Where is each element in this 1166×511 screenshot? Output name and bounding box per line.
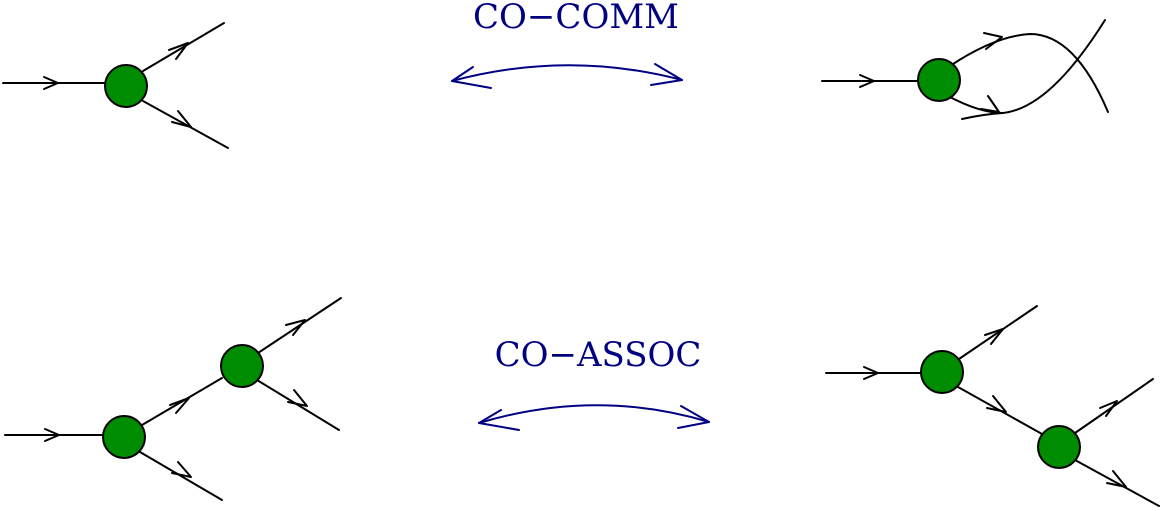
coassoc-right-diagram xyxy=(825,305,1160,507)
arrowhead xyxy=(984,328,1004,345)
upper-output-edge xyxy=(142,22,225,72)
arrowhead xyxy=(1099,400,1118,417)
coassoc-relation: CO−ASSOC xyxy=(478,335,710,431)
arrowhead xyxy=(168,42,189,60)
upper-crossing-edge xyxy=(949,32,1109,113)
arrowhead xyxy=(859,74,875,88)
comultiplication-node xyxy=(104,64,148,108)
arrowhead-left xyxy=(478,409,520,431)
arrowhead-right xyxy=(677,405,710,429)
cocomm-label: CO−COMM xyxy=(473,0,679,37)
comultiplication-node-lower xyxy=(102,415,146,459)
arrowhead-left xyxy=(451,66,492,89)
lower-output-edge xyxy=(139,451,223,501)
upper-output-edge xyxy=(958,305,1038,360)
coassoc-label: CO−ASSOC xyxy=(495,335,702,375)
comultiplication-node-upper xyxy=(220,344,264,388)
double-headed-arrow xyxy=(451,64,683,82)
lower-output-edge xyxy=(142,100,229,149)
comultiplication-node xyxy=(917,58,961,102)
double-headed-arrow xyxy=(478,404,710,424)
arrowhead xyxy=(171,110,192,128)
arrowhead xyxy=(285,319,306,336)
lower-tail-edge xyxy=(961,112,1004,120)
arrowhead xyxy=(1106,470,1127,488)
cocomm-left-diagram xyxy=(2,22,229,149)
arrowhead xyxy=(986,395,1007,413)
arrowhead xyxy=(43,76,59,90)
comultiplication-node-lower xyxy=(1037,425,1081,469)
right-lower-output-edge xyxy=(1074,459,1160,507)
coassoc-left-diagram xyxy=(4,297,342,501)
arrowhead xyxy=(169,397,190,414)
arrowhead xyxy=(287,389,308,407)
arrowhead-right xyxy=(650,63,683,86)
lower-crossing-edge xyxy=(947,19,1106,115)
arrowhead xyxy=(863,366,879,380)
arrowhead xyxy=(980,95,1000,113)
comultiplication-node-upper xyxy=(920,350,964,394)
arrowhead xyxy=(171,461,192,478)
cocomm-relation: CO−COMM xyxy=(451,0,683,89)
arrowhead xyxy=(983,32,1003,50)
arrowhead xyxy=(44,428,60,442)
cocomm-right-diagram xyxy=(821,19,1109,120)
